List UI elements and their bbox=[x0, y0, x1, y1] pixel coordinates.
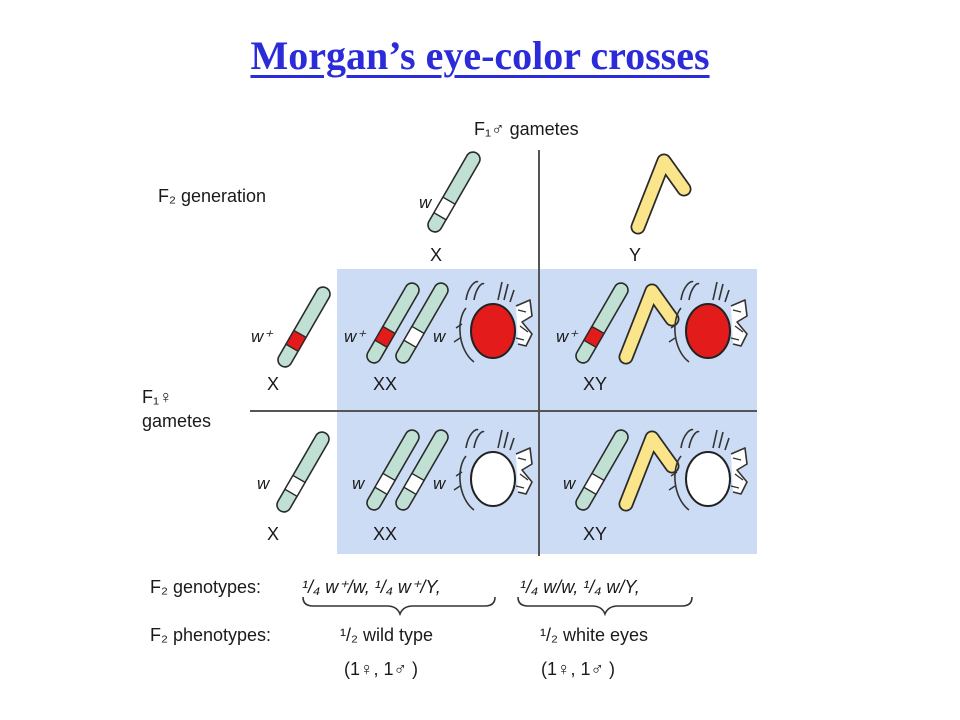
page-title: Morgan’s eye-color crosses bbox=[250, 33, 710, 78]
f1-female-label: F₁♀ bbox=[142, 387, 173, 407]
genotypes-left: ¹/₄ w⁺/w, ¹/₄ w⁺/Y, bbox=[302, 577, 441, 597]
cell-br-allele-a: w bbox=[563, 474, 576, 493]
cell-tr-genotype: XY bbox=[583, 374, 608, 394]
phenotype-left: ¹/₂ wild type bbox=[340, 625, 434, 645]
male-x-label: X bbox=[430, 245, 443, 265]
female-bottom-allele-label: w bbox=[257, 474, 270, 493]
f2-phenotypes-label: F₂ phenotypes: bbox=[150, 625, 272, 645]
f2-genotypes-label: F₂ genotypes: bbox=[150, 577, 262, 597]
cell-br-x-chromosome bbox=[572, 426, 632, 514]
female-top-x-label: X bbox=[267, 374, 280, 394]
cell-tr-allele-a: w⁺ bbox=[556, 327, 578, 346]
cell-tl-chromosome-a bbox=[363, 279, 423, 367]
gametes-label: gametes bbox=[142, 411, 212, 431]
genotypes-right: ¹/₄ w/w, ¹/₄ w/Y, bbox=[520, 577, 640, 597]
cell-tl-chromosome-b bbox=[392, 279, 452, 367]
f1-male-gametes-label: F₁♂ gametes bbox=[474, 119, 579, 139]
female-x-w-chromosome bbox=[273, 428, 333, 516]
cell-bl-chromosome-b bbox=[392, 426, 452, 514]
female-top-allele-label: w⁺ bbox=[251, 327, 273, 346]
cell-bl-genotype: XX bbox=[373, 524, 398, 544]
sex-ratio-right: (1♀, 1♂ ) bbox=[541, 659, 616, 679]
sex-ratio-left: (1♀, 1♂ ) bbox=[344, 659, 419, 679]
male-x-allele-label: w bbox=[419, 193, 432, 212]
brace-right bbox=[517, 596, 693, 617]
female-x-wplus-chromosome bbox=[274, 283, 334, 371]
cell-tr-x-chromosome bbox=[572, 279, 632, 367]
phenotype-right: ¹/₂ white eyes bbox=[540, 625, 649, 645]
female-bottom-x-label: X bbox=[267, 524, 280, 544]
cell-bl-allele-a: w bbox=[352, 474, 365, 493]
cell-tl-allele-b: w bbox=[433, 327, 446, 346]
male-x-chromosome bbox=[424, 148, 484, 236]
cell-bl-allele-b: w bbox=[433, 474, 446, 493]
brace-left bbox=[302, 596, 496, 617]
cell-tl-genotype: XX bbox=[373, 374, 398, 394]
male-y-chromosome bbox=[638, 161, 684, 227]
male-y-label: Y bbox=[629, 245, 642, 265]
f2-generation-label: F₂ generation bbox=[158, 186, 267, 206]
cell-bl-chromosome-a bbox=[363, 426, 423, 514]
cell-br-genotype: XY bbox=[583, 524, 608, 544]
cell-tl-allele-a: w⁺ bbox=[344, 327, 366, 346]
